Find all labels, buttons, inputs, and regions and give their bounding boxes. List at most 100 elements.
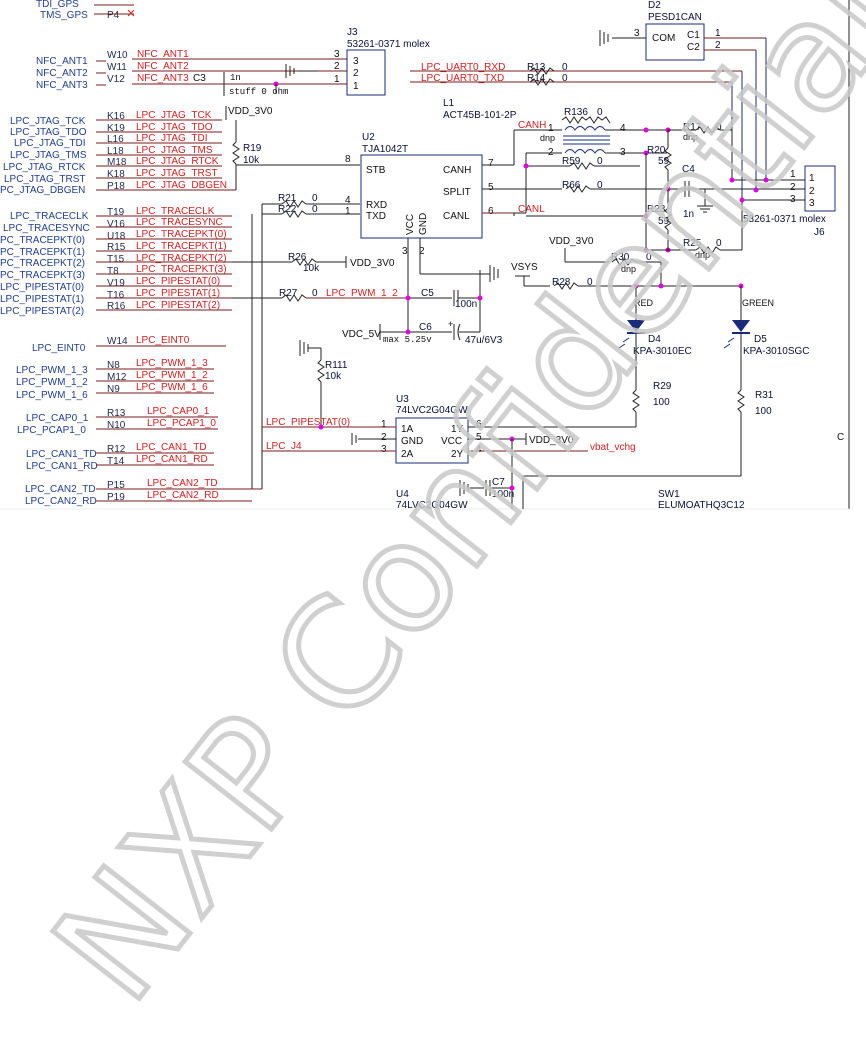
component-ref: R29 xyxy=(653,381,672,392)
component-value: 0 xyxy=(716,122,722,133)
pin-number: T14 xyxy=(107,456,125,467)
nfc-net-group: NFC_ANT1 NFC_ANT2 NFC_ANT3 W10 W11 V12 N… xyxy=(36,49,347,97)
pin-number: V16 xyxy=(107,219,125,230)
pin-number: W14 xyxy=(107,336,128,347)
net-label: PC_TRACEPKT(2) xyxy=(0,258,85,269)
net-label: LPC_CAN2_TD xyxy=(25,484,96,495)
pin-number: 5 xyxy=(488,182,494,193)
pin-number: 2 xyxy=(381,432,387,443)
net-label: LPC_PIPESTAT(2) xyxy=(0,306,84,317)
component-ref: C7 xyxy=(492,477,505,488)
dnp-label: dnp xyxy=(683,132,698,142)
resistors-r21-r22: R21 0 R22 0 xyxy=(251,193,360,489)
component-value: 0 xyxy=(597,156,603,167)
pin-number: 7 xyxy=(488,158,494,169)
signal-label: NFC_ANT1 xyxy=(137,49,189,60)
pin-number: 5 xyxy=(476,432,482,443)
signal-label: LPC_JTAG_TDI xyxy=(136,133,208,144)
component-part: 74LVC2G04GW xyxy=(396,500,468,511)
pin-label: SPLIT xyxy=(443,187,471,198)
ic-u3: U3 74LVC2G04GW 1A GND 2A 1Y VCC 2Y 1 2 3… xyxy=(262,394,636,509)
component-part: ELUMOATHQ3C12 xyxy=(658,500,745,511)
signal-label: LPC_PIPESTAT(0) xyxy=(136,276,220,287)
component-part: KPA-3010SGC xyxy=(743,346,810,357)
dnp-label: dnp xyxy=(540,133,555,143)
net-label: LPC_JTAG_TDI xyxy=(14,138,86,149)
net-label: LPC_PIPESTAT(1) xyxy=(0,294,84,305)
signal-label: LPC_TRACEPKT(0) xyxy=(136,229,227,240)
component-ref: R21 xyxy=(278,193,297,204)
component-part: 53261-0371 molex xyxy=(743,214,826,225)
power-label: VDD_3V0 xyxy=(529,435,574,446)
pin-number: T16 xyxy=(107,290,125,301)
signal-label: LPC_UART0_TXD xyxy=(421,73,504,84)
pin-number: 1 xyxy=(345,206,351,217)
component-ref: R14 xyxy=(527,73,546,84)
note-label: stuff 0 ohm xyxy=(229,87,288,97)
component-value: 0 xyxy=(312,204,318,215)
signal-label: LPC_JTAG_TDO xyxy=(136,122,213,133)
pin-number: T15 xyxy=(107,254,125,265)
signal-label: LPC_PWM_1_2 xyxy=(326,288,398,299)
pin-number: 4 xyxy=(476,444,482,455)
pin-number: 1 xyxy=(381,419,387,430)
pin-label: COM xyxy=(652,33,675,44)
pin-number: L18 xyxy=(107,146,124,157)
component-value: 0 xyxy=(587,277,593,288)
signal-label: LPC_EINT0 xyxy=(136,335,190,346)
pin-label: GND xyxy=(418,213,429,235)
misc-net-group: LPC_EINT0 W14 LPC_EINT0 LPC_PWM_1_3 LPC_… xyxy=(16,335,262,507)
signal-label: LPC_TRACECLK xyxy=(136,206,215,217)
signal-label: vbat_vchg xyxy=(590,442,636,453)
pin-number: 3 xyxy=(809,198,815,209)
net-label: LPC_JTAG_RTCK xyxy=(3,162,86,173)
cap-c6: VDC_5V max 5.25v C6 + 47u/6V3 xyxy=(342,319,503,346)
resistor-r111: R111 10k xyxy=(299,340,348,427)
net-label: PC_JTAG_DBGEN xyxy=(0,185,85,196)
pin-number: 3 xyxy=(334,49,340,60)
component-ref: R17 xyxy=(683,122,702,133)
pin-number: 1 xyxy=(715,28,721,39)
component-ref: R20 xyxy=(647,145,666,156)
net-label: PC_TRACEPKT(1) xyxy=(0,247,85,258)
component-ref: D2 xyxy=(648,0,661,11)
signal-label: NFC_ANT3 xyxy=(137,73,189,84)
note-label: max 5.25v xyxy=(383,335,432,345)
net-label: LPC_CAP0_1 xyxy=(26,413,89,424)
termination-group: R17 0 dnp R20 59 R23 59 C4 1n R25 0 dnp xyxy=(513,122,743,260)
pin-label: 2A xyxy=(401,449,414,460)
pin-label: 1Y xyxy=(451,424,464,435)
net-label: LPC_TRACESYNC xyxy=(3,223,90,234)
connector-j6: 1 2 3 1 2 3 53261-0371 molex J6 xyxy=(680,165,836,238)
pin-number: L16 xyxy=(107,134,124,145)
component-ref: C6 xyxy=(419,322,432,333)
pin-label: 1A xyxy=(401,424,414,435)
pin-number: W10 xyxy=(107,50,128,61)
component-ref: U3 xyxy=(396,394,409,405)
signal-label: LPC_PIPESTAT(1) xyxy=(136,288,220,299)
net-label: LPC_PWM_1_3 xyxy=(16,365,88,376)
pin-number: P18 xyxy=(107,181,125,192)
pin-number: R16 xyxy=(107,301,126,312)
signal-label: LPC_TRACESYNC xyxy=(136,217,223,228)
component-ref: R111 xyxy=(325,360,348,371)
pin-number: K19 xyxy=(107,123,125,134)
component-ref: R27 xyxy=(279,288,298,299)
component-value: 0 xyxy=(312,288,318,299)
component-value: 10k xyxy=(303,263,320,274)
pin-number: U18 xyxy=(107,231,126,242)
component-ref: L1 xyxy=(443,98,455,109)
pin-label: CANH xyxy=(443,165,471,176)
signal-label: CANL xyxy=(518,204,545,215)
pin-number: V12 xyxy=(107,74,125,85)
net-label: PC_TRACEPKT(0) xyxy=(0,235,85,246)
signal-label: LPC_PIPESTAT(0) xyxy=(266,417,350,428)
cap-c7: C7 100n xyxy=(459,477,515,500)
component-value: 0 xyxy=(597,107,603,118)
pin-number: 4 xyxy=(345,195,351,206)
component-value: 0 xyxy=(312,193,318,204)
component-part: TJA1042T xyxy=(362,144,408,155)
pin-number: 2 xyxy=(809,186,815,197)
pin-number: 1 xyxy=(548,123,554,134)
